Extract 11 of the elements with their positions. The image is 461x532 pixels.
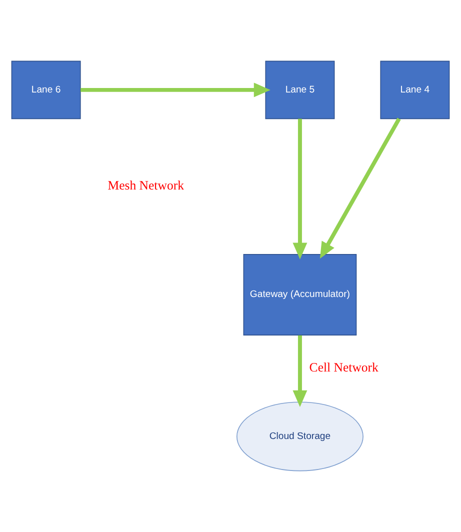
arrow: [292, 335, 308, 407]
arrow: [292, 118, 308, 260]
arrow: [320, 118, 401, 259]
arrow: [80, 82, 270, 98]
edge-label: Cell Network: [309, 360, 378, 375]
node-box: Lane 4: [380, 60, 450, 120]
node-box: Lane 6: [11, 60, 81, 120]
node-box: Lane 5: [265, 60, 335, 120]
label: Mesh Network: [108, 178, 184, 193]
node-ellipse: Cloud Storage: [236, 402, 364, 472]
node-box: Gateway (Accumulator): [243, 254, 357, 336]
